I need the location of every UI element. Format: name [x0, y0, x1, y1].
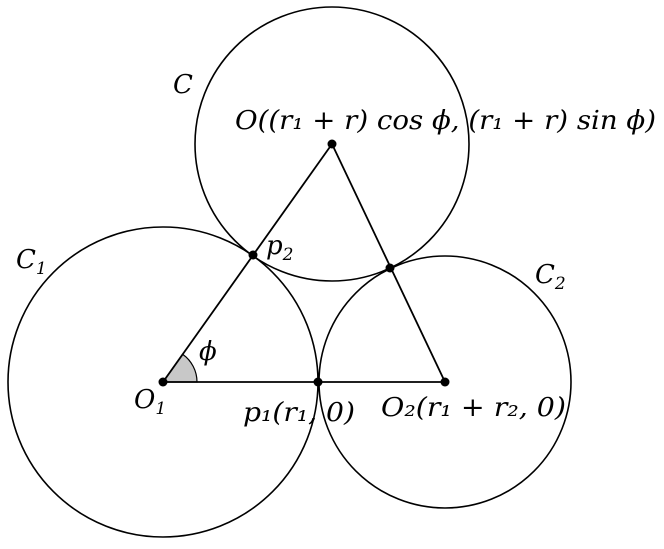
label-center-o: O((r₁ + r) cos ϕ, (r₁ + r) sin ϕ): [235, 106, 656, 136]
point-p1: [313, 377, 323, 387]
label-circle-c2-main: C: [535, 260, 555, 290]
label-center-o1: O1: [134, 385, 166, 419]
label-point-p2-sub: 2: [282, 245, 294, 265]
label-point-p1: p₁(r₁, 0): [243, 398, 355, 428]
label-circle-c: C: [173, 70, 193, 100]
label-center-o1-main: O: [134, 385, 155, 415]
label-circle-c1: C1: [16, 245, 47, 279]
label-center-o1-sub: 1: [155, 399, 166, 419]
point-o1: [158, 377, 168, 387]
label-point-p2: p2: [266, 231, 293, 265]
label-circle-c1-main: C: [16, 245, 36, 275]
label-point-p2-main: p: [266, 231, 283, 261]
label-circle-c1-sub: 1: [36, 259, 47, 279]
label-circle-c2: C2: [535, 260, 566, 294]
segment-o1-o: [162, 143, 333, 383]
label-center-o2: O₂(r₁ + r₂, 0): [381, 393, 566, 423]
point-p2: [248, 250, 258, 260]
point-o: [327, 139, 337, 149]
label-circle-c2-sub: 2: [554, 274, 566, 294]
point-tangent-c-c2: [385, 263, 395, 273]
segment-o2-o: [331, 143, 446, 383]
point-o2: [440, 377, 450, 387]
circle-c: [194, 6, 470, 282]
label-angle-phi: ϕ: [199, 337, 217, 367]
